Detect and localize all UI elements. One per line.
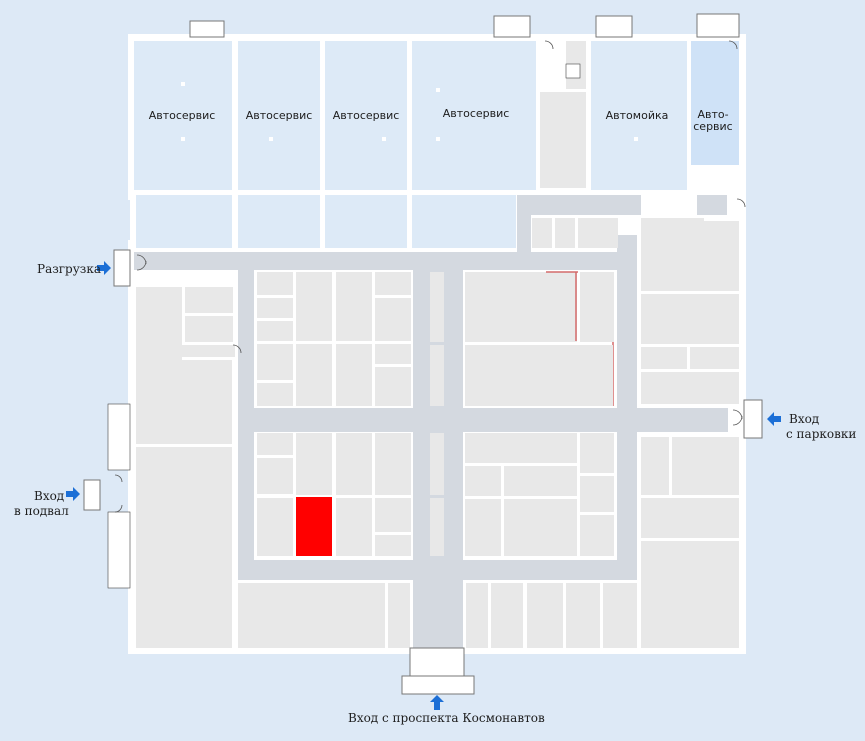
label-service-1: Автосервис — [149, 109, 216, 122]
gate-top-2 — [493, 15, 531, 38]
corridor-left — [238, 262, 254, 580]
gate-left — [113, 249, 131, 287]
label-basement-1: Вход — [34, 489, 65, 503]
gate-right — [743, 399, 763, 439]
room-service-1[interactable] — [134, 41, 232, 190]
label-service-small-2: сервис — [693, 120, 732, 133]
corridor-right — [617, 235, 637, 580]
label-parking-2: с парковки — [786, 427, 857, 441]
gate-main — [409, 647, 465, 677]
label-unloading: Разгрузка — [37, 262, 102, 276]
label-service-2: Автосервис — [246, 109, 313, 122]
label-service-4: Автосервис — [443, 107, 510, 120]
arrow-right-icon — [66, 487, 80, 501]
label-service-small-1: Авто- — [697, 108, 728, 121]
staircase-icon — [107, 403, 131, 589]
label-main-entrance: Вход с проспекта Космонавтов — [348, 711, 545, 725]
gate-top-4 — [696, 13, 740, 38]
arrow-right-icon — [97, 261, 111, 275]
gate-top-3 — [595, 15, 633, 38]
room-highlighted[interactable] — [296, 497, 332, 556]
door-icon — [114, 40, 746, 513]
label-parking-1: Вход — [789, 412, 820, 426]
label-service-3: Автосервис — [333, 109, 400, 122]
room-service-2[interactable] — [238, 41, 320, 190]
corridor-top — [134, 252, 630, 270]
label-basement-2: в подвал — [14, 504, 69, 518]
staircase-icon — [565, 63, 581, 79]
arrow-up-icon — [430, 695, 444, 710]
room-service-4[interactable] — [412, 41, 536, 190]
label-carwash: Автомойка — [606, 109, 669, 122]
room-service-small[interactable] — [691, 41, 739, 165]
corridor-middle — [238, 408, 728, 432]
room-service-3[interactable] — [325, 41, 407, 190]
room-carwash[interactable] — [591, 41, 687, 190]
gate-top-1 — [189, 20, 225, 38]
arrow-left-icon — [767, 412, 781, 426]
